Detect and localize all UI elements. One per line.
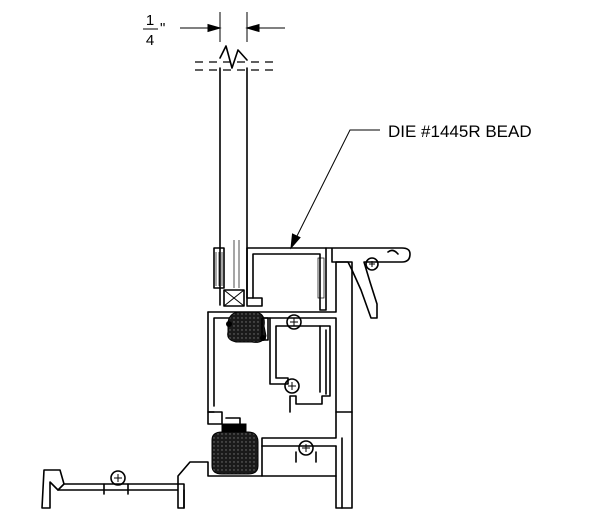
glass-thickness-dimension: 1 4 ": [143, 12, 285, 49]
subsill: [41, 445, 343, 509]
screw-boss-upper: [286, 314, 302, 330]
upper-gasket: [226, 311, 269, 343]
dimension-denominator: 4: [146, 32, 154, 49]
glazing-bead: [246, 247, 327, 311]
glazing-tape: [213, 247, 225, 289]
callout-arrowhead: [290, 233, 301, 250]
dimension-arrow-left: [207, 23, 222, 33]
screw-boss-lower: [298, 440, 314, 456]
lower-gasket: [207, 411, 259, 475]
dimension-numerator: 1: [146, 12, 154, 29]
callout-label: DIE #1445R BEAD: [388, 122, 532, 141]
dimension-unit-mark: ": [160, 20, 165, 37]
bead-callout: DIE #1445R BEAD: [290, 122, 532, 250]
break-symbol: [219, 45, 248, 69]
setting-block: [223, 289, 245, 307]
screw-boss-middle: [284, 378, 300, 394]
screw-boss-subsill: [110, 470, 126, 486]
callout-leader: [295, 129, 380, 239]
dimension-arrow-right: [245, 23, 260, 33]
screw-boss-upper-right: [365, 257, 379, 271]
sill-cover: [325, 247, 411, 319]
glass-pane: [195, 45, 278, 306]
